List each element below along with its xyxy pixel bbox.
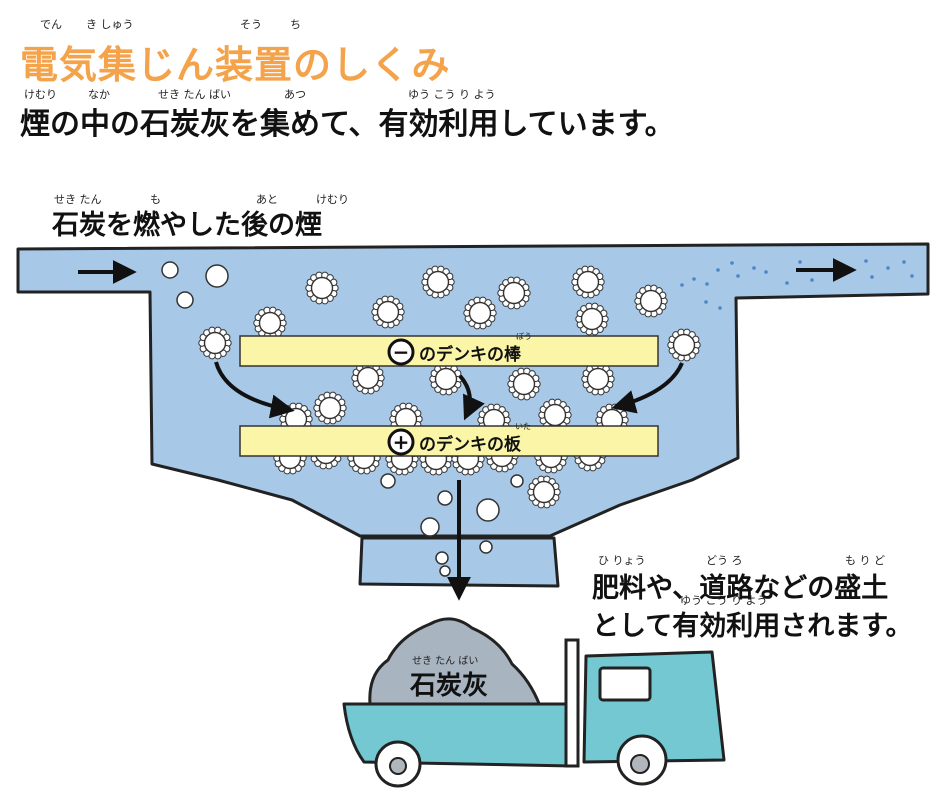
plus-symbol: + — [393, 430, 410, 454]
title-ruby-1: でん — [40, 18, 62, 31]
usage-ruby-1: ひ りょう — [598, 554, 646, 567]
charged-particle — [507, 367, 541, 401]
ash-pile-label: 石炭灰 — [409, 671, 488, 701]
minus-symbol: − — [393, 340, 410, 364]
charged-particle — [634, 284, 668, 318]
charged-particle — [463, 296, 497, 330]
charged-particle — [667, 328, 701, 362]
positive-electrode-plate: + のデンキの板 いた — [239, 422, 659, 457]
usage-ruby-4: ゆう こう り よう — [680, 594, 768, 607]
charged-particle — [575, 302, 609, 336]
title-ruby-4: ち — [290, 18, 301, 31]
charged-particle — [305, 271, 339, 305]
usage-ruby-3: も り ど — [845, 554, 885, 567]
plus-sign-icon — [387, 428, 415, 456]
charged-particle — [253, 306, 287, 340]
usage-ruby-2: どう ろ — [706, 554, 743, 567]
smoke-ruby-2: も — [150, 193, 161, 206]
minus-sign-icon — [387, 338, 415, 366]
charged-particle — [571, 265, 605, 299]
charged-particle — [527, 475, 561, 509]
ash-pile-ruby: せき たん ばい — [412, 655, 478, 667]
smoke-ruby-3: あと — [256, 193, 278, 206]
smoke-label: 石炭を燃やした後の煙 — [52, 210, 322, 241]
positive-plate-ruby: いた — [515, 422, 531, 431]
ash-pile — [368, 617, 542, 708]
exhaust-dots — [680, 259, 914, 310]
charged-particle — [351, 361, 385, 395]
subtitle-ruby-3: せき たん ばい — [158, 88, 231, 101]
subtitle-ruby-4: あつ — [284, 88, 306, 101]
usage-line-2: として有効利用されます。 — [592, 611, 913, 642]
charged-particle — [429, 362, 463, 396]
page-title: 電気集じん装置のしくみ — [20, 43, 451, 87]
charged-particle — [313, 391, 347, 425]
precipitator-chamber — [16, 242, 930, 538]
title-ruby-2: き しゅう — [86, 18, 134, 31]
charged-particle — [371, 295, 405, 329]
truck-window — [598, 666, 652, 702]
truck-wheels — [374, 734, 668, 788]
subtitle-ruby-2: なか — [88, 88, 110, 101]
charged-particle — [421, 265, 455, 299]
charged-particle — [497, 276, 531, 310]
charged-particles — [198, 265, 701, 509]
subtitle-ruby-1: けむり — [24, 88, 57, 101]
smoke-ruby-4: けむり — [316, 193, 349, 206]
fly-ash-particles — [161, 261, 524, 577]
dump-truck: 石炭灰 せき たん ばい — [342, 617, 726, 788]
charged-particle — [581, 362, 615, 396]
subtitle-ruby-5: ゆう こう り よう — [408, 88, 496, 101]
attraction-arrows — [214, 361, 684, 421]
negative-electrode-rod: − のデンキの棒 ぼう — [239, 332, 659, 367]
negative-rod-ruby: ぼう — [516, 332, 532, 341]
negative-rod-label: のデンキの棒 — [419, 344, 522, 365]
smoke-ruby-1: せき たん — [54, 193, 102, 206]
usage-line-1: 肥料や、道路などの盛土 — [592, 573, 889, 604]
title-ruby-3: そう — [240, 18, 262, 31]
page-subtitle: 煙の中の石炭灰を集めて、有効利用しています。 — [20, 107, 675, 142]
positive-plate-label: のデンキの板 — [419, 434, 522, 455]
charged-particle — [198, 326, 232, 360]
